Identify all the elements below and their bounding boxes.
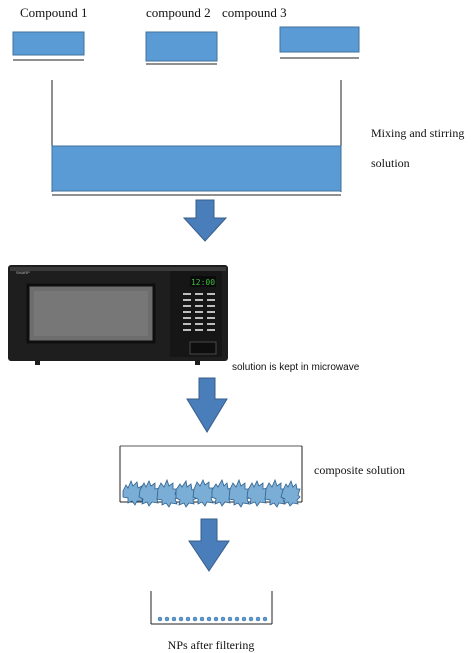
compound-1-container: [12, 31, 85, 61]
mixing-beaker: [51, 80, 342, 196]
compound-3-label: compound 3: [222, 5, 287, 20]
composite-beaker: [119, 445, 303, 508]
microwave-display-time: 12:00: [191, 278, 215, 287]
microwave-door-handle: [189, 341, 217, 355]
mixing-label-line1: Mixing and stirring: [371, 126, 464, 140]
compound-1-label: Compound 1: [20, 5, 88, 20]
microwave-door-window: [26, 283, 156, 344]
filter-tray: [150, 591, 273, 625]
compound-2-container: [145, 31, 218, 65]
nanoparticles-row: [157, 616, 268, 622]
composite-particles: [122, 478, 301, 508]
microwave-step-label: solution is kept in microwave: [232, 362, 360, 373]
mixed-solution: [51, 145, 342, 192]
compound-3-container: [279, 26, 360, 59]
down-arrow-3: [188, 518, 230, 572]
compound-2-label: compound 2: [146, 5, 211, 20]
microwave-display: [190, 276, 216, 287]
microwave-keypad: [183, 293, 215, 331]
mixing-label-line2: solution: [371, 156, 410, 170]
down-arrow-2: [186, 377, 228, 433]
composite-step-label: composite solution: [314, 463, 405, 477]
down-arrow-1: [182, 199, 228, 242]
filtering-step-label: NPs after filtering: [168, 638, 255, 652]
microwave-brand-logo: SHARP: [16, 270, 30, 275]
microwave-oven: SHARP 12:00: [8, 265, 228, 365]
